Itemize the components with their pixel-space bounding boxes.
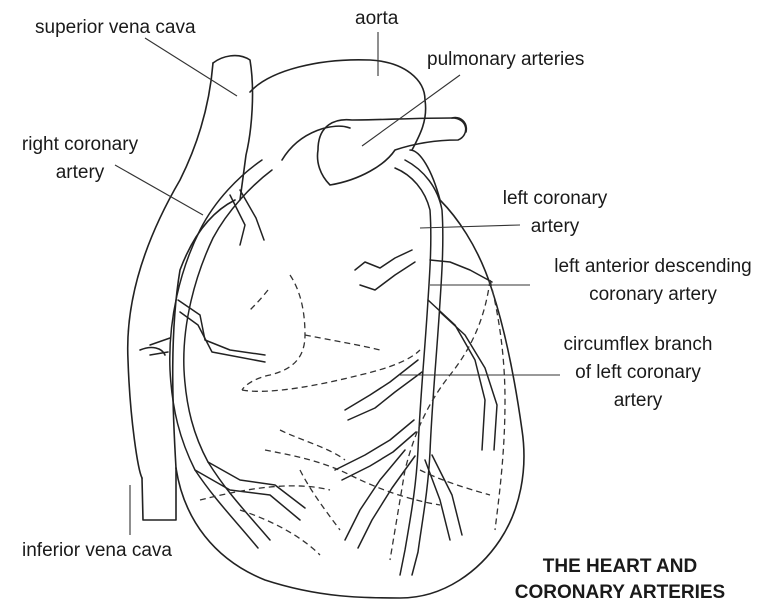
inferior-vena-cava-outline <box>142 468 176 520</box>
label-left-coronary-artery-line2: artery <box>531 216 580 237</box>
label-right-coronary-artery-line1: right coronary <box>22 134 139 155</box>
posterior-vessels-dashed <box>242 275 305 390</box>
label-circumflex-line2: of left coronary <box>575 362 701 383</box>
leader-right-coronary <box>115 165 203 215</box>
label-lad-line1: left anterior descending <box>554 256 752 277</box>
label-circumflex-line1: circumflex branch <box>564 334 713 355</box>
label-left-coronary-artery-line1: left coronary <box>503 188 608 209</box>
label-right-coronary-artery-line2: artery <box>56 162 105 183</box>
heart-illustration <box>128 56 524 598</box>
label-circumflex-line3: artery <box>614 390 663 411</box>
label-superior-vena-cava: superior vena cava <box>35 17 196 38</box>
diagram-title-line2: CORONARY ARTERIES <box>515 582 725 603</box>
leader-superior-vena-cava <box>145 38 237 96</box>
leader-left-coronary <box>420 225 520 228</box>
superior-vena-cava-outline <box>213 56 253 200</box>
leader-lines <box>115 32 560 535</box>
label-pulmonary-arteries: pulmonary arteries <box>427 49 584 70</box>
diagram-title-line1: THE HEART AND <box>543 556 697 577</box>
label-inferior-vena-cava: inferior vena cava <box>22 540 172 561</box>
aorta-outline <box>250 60 426 150</box>
leader-pulmonary-arteries <box>362 75 460 146</box>
pulmonary-artery-outline <box>318 118 466 185</box>
label-aorta: aorta <box>355 8 399 29</box>
left-coronary-artery <box>395 168 431 575</box>
label-lad-line2: coronary artery <box>589 284 717 305</box>
